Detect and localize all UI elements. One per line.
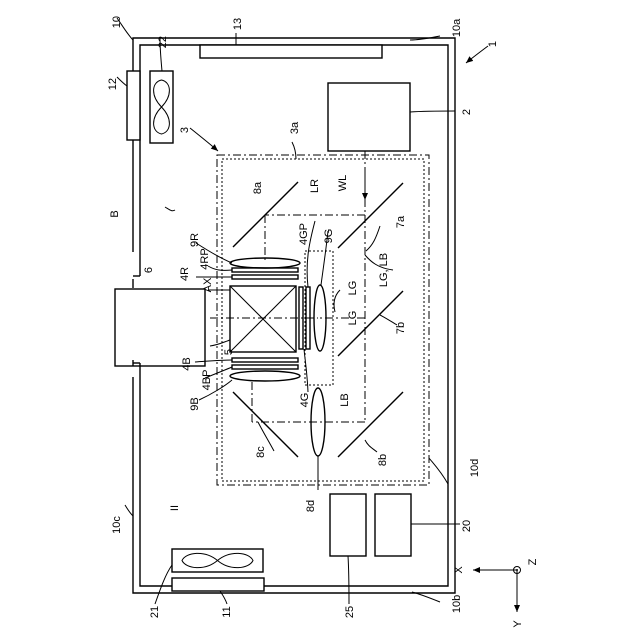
optical-unit-frame-3a bbox=[222, 159, 424, 481]
label-9G: 9G bbox=[323, 229, 335, 244]
label-10c: 10c bbox=[111, 516, 123, 534]
label-3: 3 bbox=[179, 127, 191, 133]
label-3a: 3a bbox=[289, 121, 301, 134]
axes-indicator bbox=[473, 567, 521, 613]
label-10a: 10a bbox=[451, 18, 463, 37]
label-9B: 9B bbox=[189, 397, 201, 410]
label-2: 2 bbox=[461, 109, 473, 115]
label-LG-center: LG bbox=[347, 311, 359, 326]
label-II: II bbox=[169, 505, 181, 511]
projection-lens-6 bbox=[115, 289, 205, 366]
label-8d: 8d bbox=[305, 500, 317, 512]
label-B: B bbox=[109, 210, 121, 217]
label-10: 10 bbox=[111, 16, 123, 28]
label-Y: Y bbox=[512, 620, 524, 628]
label-4BP: 4BP bbox=[201, 370, 213, 391]
label-10d: 10d bbox=[469, 459, 481, 477]
label-8a: 8a bbox=[252, 181, 264, 194]
board-25 bbox=[330, 494, 366, 556]
fan-21 bbox=[172, 549, 263, 572]
label-4G: 4G bbox=[299, 393, 311, 408]
label-LG-upper: LG bbox=[347, 281, 359, 296]
housing-outer-wall bbox=[133, 38, 455, 593]
label-AX: AX bbox=[202, 277, 214, 292]
label-22: 22 bbox=[157, 36, 169, 48]
cross-dichroic-prism-5 bbox=[230, 286, 296, 352]
label-LR: LR bbox=[309, 179, 321, 193]
field-lens-9B bbox=[230, 371, 300, 381]
label-25: 25 bbox=[344, 606, 356, 618]
label-13: 13 bbox=[232, 18, 244, 30]
label-Z: Z bbox=[527, 558, 539, 565]
label-10b: 10b bbox=[451, 595, 463, 613]
polarizer-4BP bbox=[232, 365, 298, 369]
polarizer-4RP bbox=[232, 268, 298, 272]
label-5: 5 bbox=[223, 349, 235, 355]
board-20 bbox=[375, 494, 411, 556]
vent-13 bbox=[200, 45, 382, 58]
label-4GP: 4GP bbox=[298, 223, 310, 245]
fan-22 bbox=[150, 71, 173, 143]
panel-4R bbox=[232, 275, 298, 279]
panel-4B bbox=[232, 358, 298, 362]
label-4R: 4R bbox=[179, 267, 191, 281]
label-7b: 7b bbox=[395, 322, 407, 334]
label-X: X bbox=[453, 566, 465, 574]
label-LB: LB bbox=[339, 393, 351, 406]
label-WL: WL bbox=[337, 175, 349, 192]
label-8b: 8b bbox=[377, 454, 389, 466]
label-4RP: 4RP bbox=[199, 248, 211, 269]
label-6: 6 bbox=[143, 267, 155, 273]
label-7a: 7a bbox=[395, 215, 407, 228]
labels: 10 22 13 10a 1 12 2 3 3a 8a LR WL 7a B 9… bbox=[107, 16, 539, 628]
label-1: 1 bbox=[487, 41, 499, 47]
vent-12 bbox=[127, 71, 140, 140]
label-12: 12 bbox=[107, 78, 119, 90]
vent-11 bbox=[172, 578, 264, 591]
label-8c: 8c bbox=[255, 446, 267, 458]
optical-unit-3 bbox=[217, 155, 429, 485]
label-9R: 9R bbox=[189, 233, 201, 247]
label-LG-LB: LG, LB bbox=[378, 253, 390, 287]
label-11: 11 bbox=[221, 606, 233, 617]
label-21: 21 bbox=[149, 606, 161, 618]
label-4B: 4B bbox=[181, 357, 193, 370]
light-source-2 bbox=[328, 83, 410, 151]
label-20: 20 bbox=[461, 520, 473, 532]
